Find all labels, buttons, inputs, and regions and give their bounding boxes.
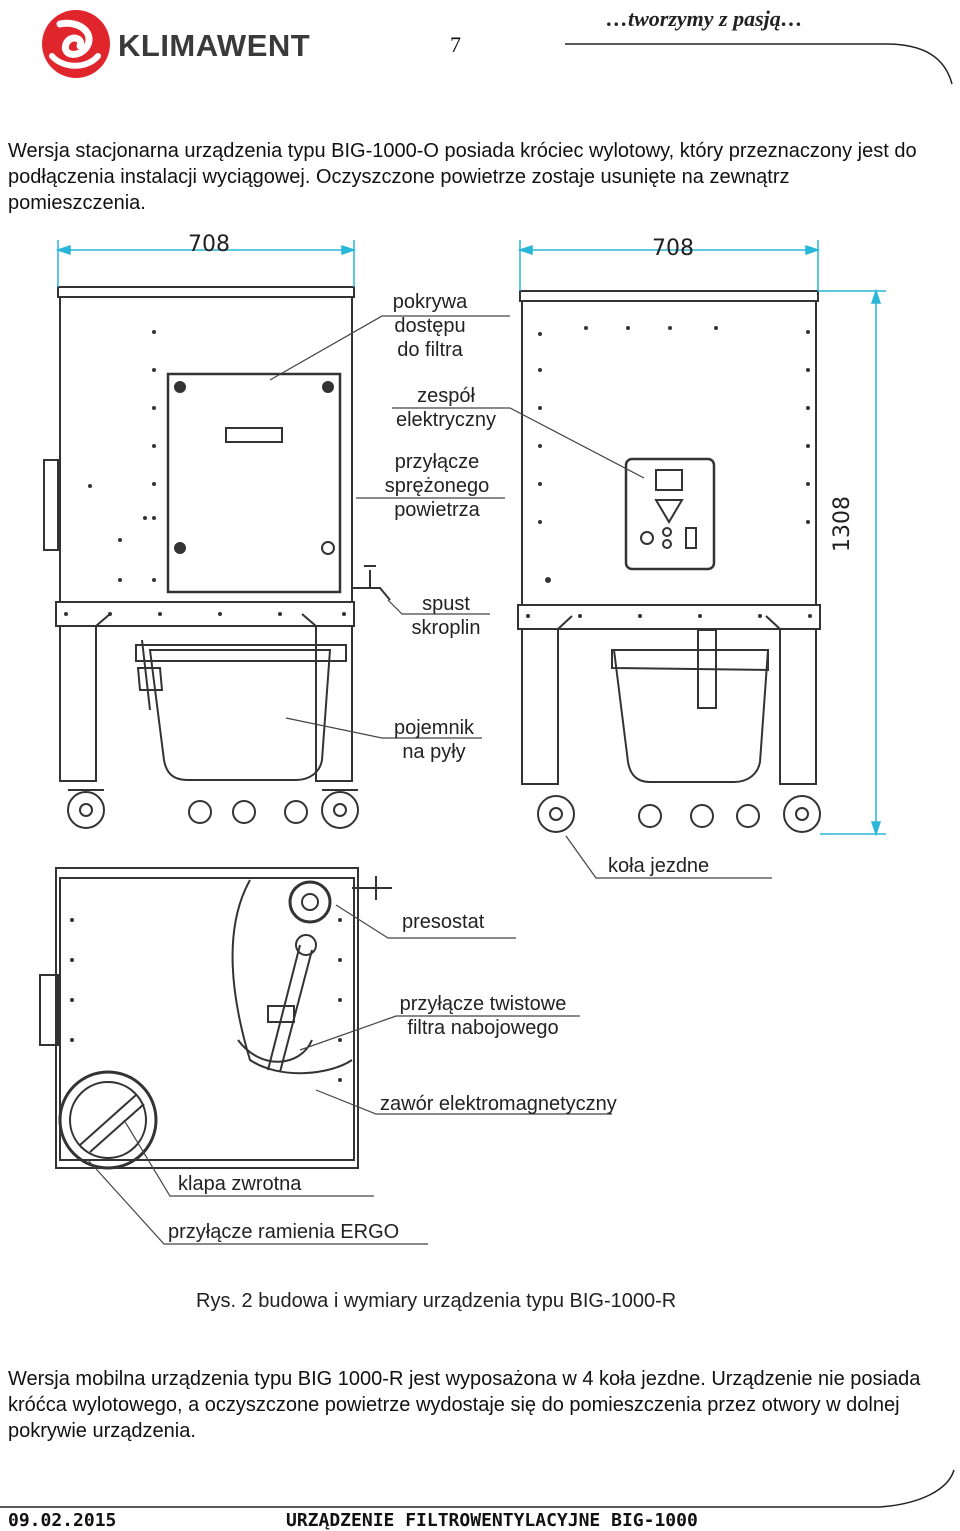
footer-title: URZĄDZENIE FILTROWENTYLACYJNE BIG-1000 [286, 1510, 698, 1531]
slogan: …tworzymy z pasją… [606, 6, 803, 31]
page-header: KLIMAWENT 7 …tworzymy z pasją… [0, 0, 960, 90]
intro-paragraph: Wersja stacjonarna urządzenia typu BIG-1… [8, 140, 917, 214]
label-air-connection: przyłącze sprężonego powietrza [384, 451, 490, 521]
label-twist-connection: przyłącze twistowe filtra nabojowego [399, 993, 567, 1039]
figure-caption: Rys. 2 budowa i wymiary urządzenia typu … [196, 1290, 677, 1312]
label-pressure-switch: presostat [402, 911, 485, 933]
device-drawing [39, 240, 886, 1245]
label-cover: pokrywa dostępu do filtra [392, 291, 468, 361]
label-drain: spust skroplin [411, 593, 481, 639]
label-solenoid-valve: zawór elektromagnetyczny [380, 1093, 617, 1115]
label-check-flap: klapa zwrotna [178, 1173, 302, 1195]
label-ergo-connection: przyłącze ramienia ERGO [168, 1221, 400, 1243]
mobile-version-paragraph: Wersja mobilna urządzenia typu BIG 1000-… [8, 1368, 921, 1442]
label-wheels: koła jezdne [608, 855, 710, 877]
dimension-width-right: 708 [652, 236, 694, 261]
technical-drawing: 708 708 1308 pokrywa dostępu do filtra z… [0, 220, 960, 1260]
page-footer: 09.02.2015 URZĄDZENIE FILTROWENTYLACYJNE… [0, 1466, 960, 1531]
label-dust-container: pojemnik na pyły [393, 717, 475, 763]
page-number: 7 [450, 32, 461, 57]
brand-name: KLIMAWENT [118, 28, 311, 63]
footer-date: 09.02.2015 [8, 1510, 117, 1531]
logo-mark-icon [42, 10, 953, 85]
dimension-height: 1308 [830, 496, 855, 552]
label-electrical-unit: zespół elektryczny [395, 385, 497, 431]
footer-swoosh [0, 1469, 955, 1508]
dimension-width-left: 708 [188, 232, 230, 257]
